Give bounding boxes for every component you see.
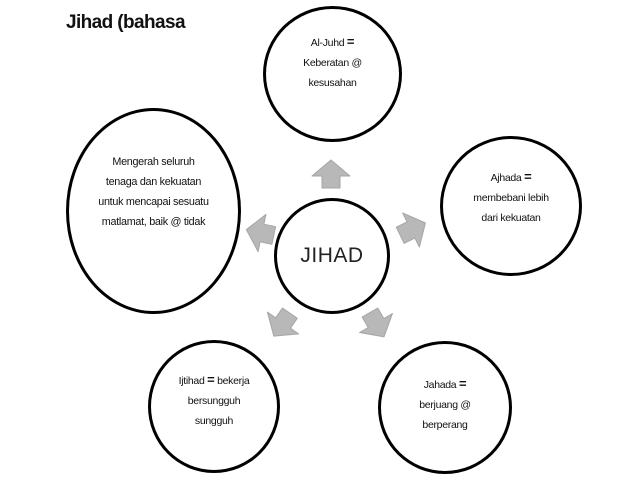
node-definition-line: untuk mencapai sesuatu (98, 196, 209, 208)
node-jahada-heading: Jahada = (419, 374, 470, 395)
node-al-juhd-line: kesusahan (308, 76, 357, 89)
node-ajhada: Ajhada = membebani lebih dari kekuatan (440, 136, 582, 276)
arrow-up-right (395, 212, 426, 248)
node-ijtihad-text: Ijtihad = bekerja bersungguh sungguh (179, 370, 250, 431)
node-al-juhd-line: Keberatan @ (303, 56, 362, 69)
node-jahada-line: berjuang @ (419, 399, 471, 411)
node-definition-line: tenaga dan kekuatan (105, 176, 202, 188)
node-jahada-text: Jahada = berjuang @ berperang (419, 374, 471, 435)
diagram-title: Jihad (bahasa (66, 12, 186, 33)
node-ijtihad-term: Ijtihad (178, 375, 205, 387)
equals-sign: = (346, 33, 355, 49)
node-al-juhd: Al-Juhd = Keberatan @ kesusahan (263, 6, 402, 142)
node-al-juhd-text: Al-Juhd = Keberatan @ kesusahan (303, 32, 362, 93)
node-definition-line: Mengerah seluruh (112, 156, 195, 168)
arrow-down-right (359, 307, 393, 338)
node-jihad-center: JIHAD (274, 198, 390, 314)
node-definition-text: Mengerah seluruh tenaga dan kekuatan unt… (98, 152, 209, 232)
node-ijtihad-line: bersungguh (187, 395, 241, 407)
node-ajhada-line: membebani lebih (473, 191, 549, 204)
node-definition-line: matlamat, baik @ tidak (101, 216, 206, 228)
node-ijtihad-after: bekerja (217, 375, 250, 387)
node-ajhada-heading: Ajhada = (473, 167, 548, 188)
equals-sign: = (207, 372, 215, 387)
node-ijtihad-heading: Ijtihad = bekerja (179, 370, 250, 391)
node-jahada: Jahada = berjuang @ berperang (378, 341, 512, 474)
node-al-juhd-heading: Al-Juhd = (303, 32, 362, 53)
node-al-juhd-term: Al-Juhd (310, 36, 345, 49)
node-ajhada-text: Ajhada = membebani lebih dari kekuatan (473, 167, 549, 228)
node-jahada-term: Jahada (423, 379, 457, 391)
node-ajhada-term: Ajhada (490, 171, 522, 184)
center-label: JIHAD (300, 244, 364, 267)
arrow-up-left (245, 213, 277, 253)
node-ijtihad: Ijtihad = bekerja bersungguh sungguh (148, 340, 280, 473)
arrow-up (311, 159, 351, 189)
node-definition: Mengerah seluruh tenaga dan kekuatan unt… (66, 108, 241, 314)
node-jahada-line: berperang (422, 419, 468, 431)
node-ajhada-line: dari kekuatan (481, 211, 541, 224)
equals-sign: = (524, 168, 532, 184)
node-ijtihad-line: sungguh (194, 415, 234, 427)
arrow-down-left (266, 307, 300, 337)
equals-sign: = (458, 376, 467, 391)
